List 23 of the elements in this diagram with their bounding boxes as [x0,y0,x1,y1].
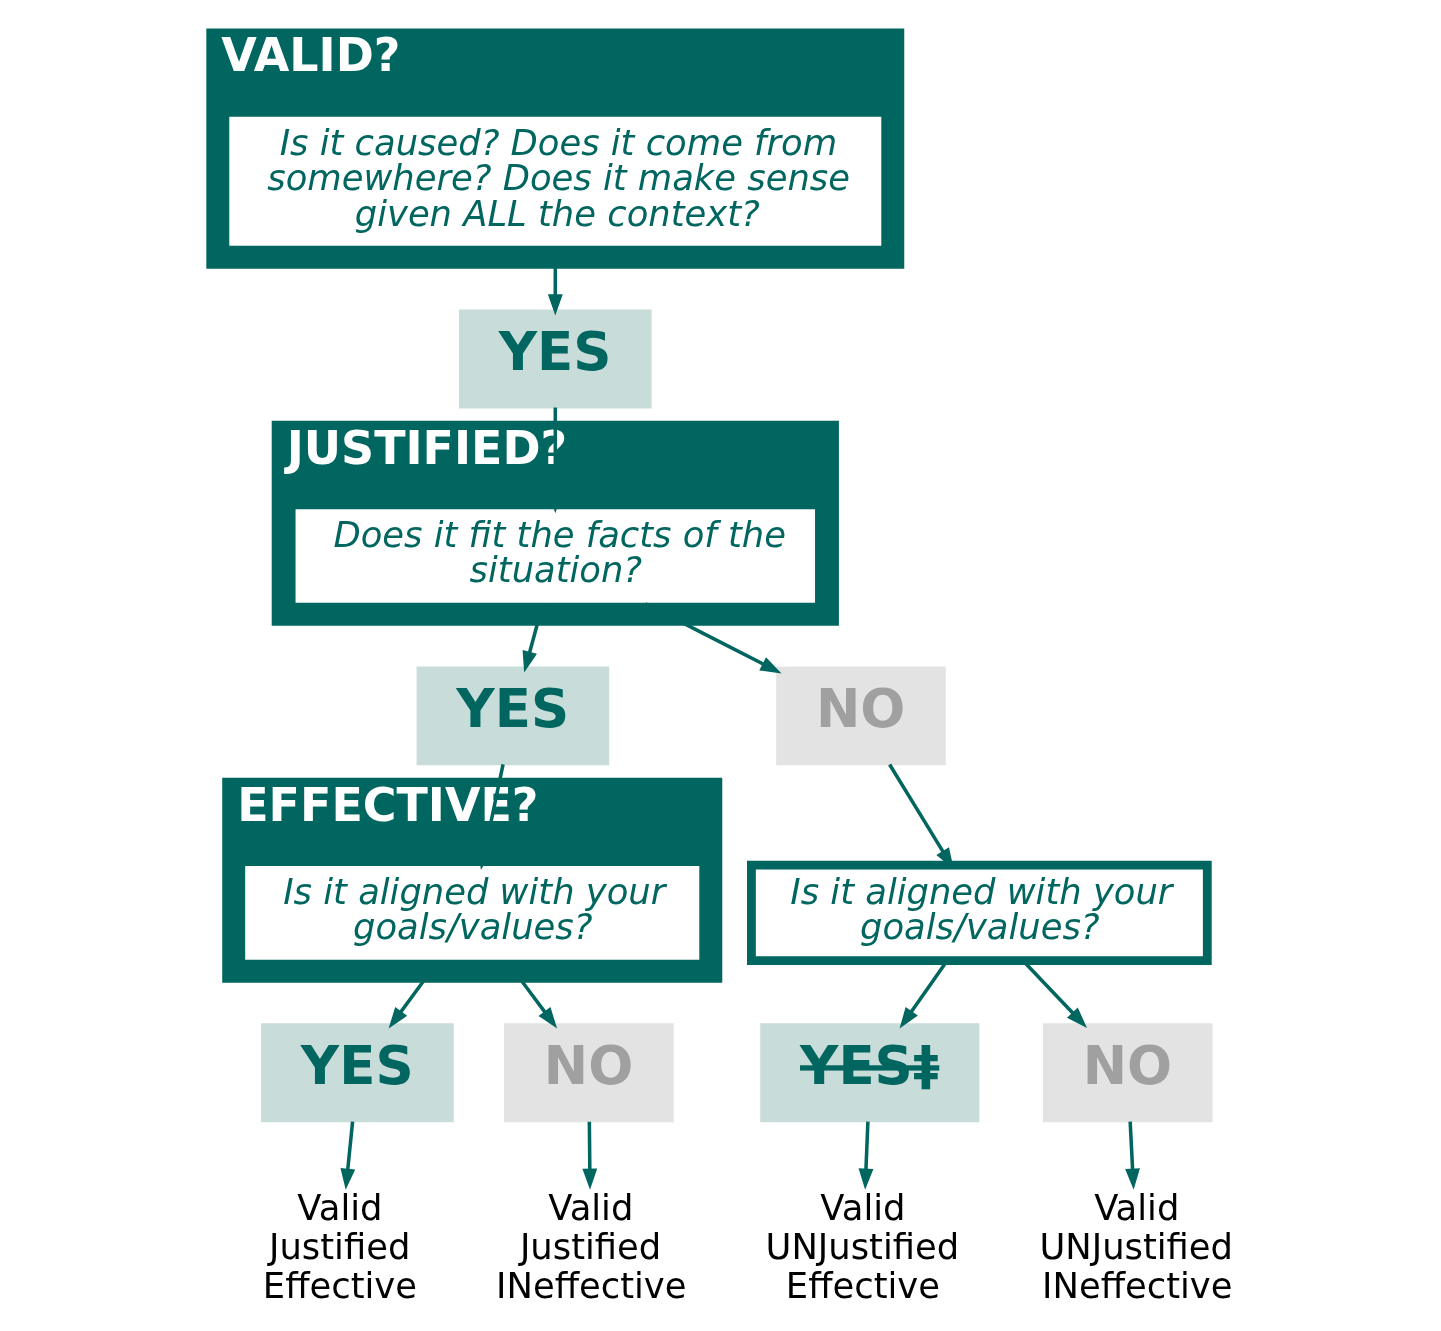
node-box: YES [459,309,652,409]
node-text: Valid UNJustified INeffective [1039,1187,1234,1307]
node-box: YES [261,1023,454,1123]
node-box: NO [776,666,946,766]
node-box: Does it fit the facts of the situation? [293,507,817,605]
node-box: YES‡ [760,1023,980,1123]
node-box: NO [1042,1023,1213,1123]
node-text: Valid Justified INeffective [496,1187,687,1307]
arrow [858,1121,874,1190]
arrow [582,1121,598,1190]
arrow [644,602,782,674]
node-box: YES [416,666,610,766]
node-box: Is it aligned with your goals/values? [243,864,702,962]
arrow [388,959,440,1029]
arrow [477,764,505,870]
node-box: NO [504,1023,674,1123]
arrow [1125,1121,1140,1190]
node-box: Is it caused? Does it come from somewhere? Does it make sense given ALL the context? [227,115,884,248]
node-text: Valid Justified Effective [262,1187,417,1307]
arrow [340,1121,356,1190]
node-text: Valid UNJustified Effective [765,1187,960,1307]
arrow [505,959,558,1029]
node-box: Is it aligned with your goals/values? [747,860,1212,965]
